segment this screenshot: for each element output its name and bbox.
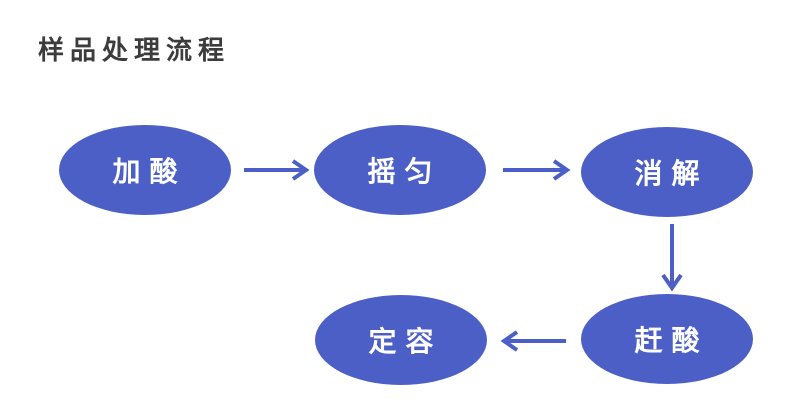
arrow-shake-well-to-digestion [503,159,571,181]
flow-node-fix-volume: 定容 [315,295,487,385]
arrow-drive-acid-to-fix-volume [500,330,566,352]
arrow-add-acid-to-shake-well [244,159,310,181]
diagram-title: 样品处理流程 [38,35,231,65]
flow-node-add-acid: 加酸 [59,125,231,215]
flow-node-shake-well: 摇匀 [314,125,486,215]
flow-node-drive-acid: 赶酸 [581,294,753,384]
arrow-digestion-to-drive-acid [661,224,683,292]
flow-node-digestion: 消解 [581,127,753,217]
